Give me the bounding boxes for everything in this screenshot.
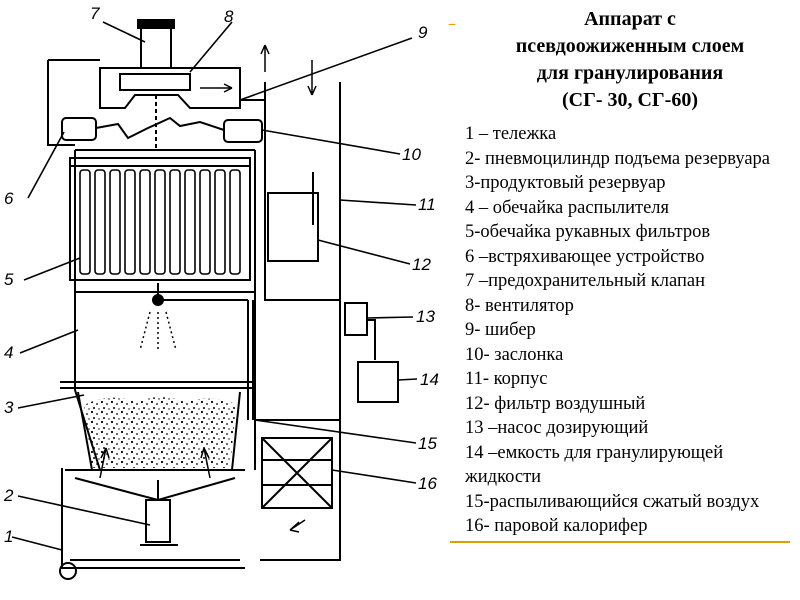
legend-item: 10- заслонка <box>465 344 564 365</box>
pneumatic-cylinder <box>145 499 171 543</box>
cylinder-rod <box>140 480 178 546</box>
safety-valve-body <box>140 25 172 69</box>
title-line-2: псевдоожиженным слоем <box>515 35 745 57</box>
reservoir-flange <box>60 381 255 389</box>
heater-crosshatch <box>261 437 333 509</box>
legend-item: 7 –предохранительный клапан <box>465 271 705 291</box>
reservoir-cone <box>77 391 241 471</box>
damper-box <box>223 119 263 143</box>
label-11: 11 <box>418 195 436 214</box>
legend-item: 15-распыливающийся сжатый воздух <box>465 491 760 512</box>
legend-item: 3-продуктовый резервуар <box>465 173 666 193</box>
filter-shell <box>69 157 251 281</box>
granule-bed <box>84 397 236 468</box>
label-8: 8 <box>224 7 234 26</box>
label-4: 4 <box>4 343 13 362</box>
flow-arrows <box>99 44 317 533</box>
liquid-tank <box>357 361 399 403</box>
label-10: 10 <box>402 145 421 164</box>
liquid-supply-pipe <box>247 300 254 420</box>
spray-nozzle-line <box>157 283 248 305</box>
label-1: 1 <box>4 527 13 546</box>
leader-lines <box>11 21 418 551</box>
legend-item: 4 – обечайка распылителя <box>465 197 670 218</box>
legend-item: 11- корпус <box>465 369 548 389</box>
safety-valve-cap <box>137 19 175 29</box>
label-15: 15 <box>418 434 437 453</box>
legend-item: 2- пневмоцилиндр подъема резервуара <box>465 148 771 169</box>
label-5: 5 <box>4 270 14 289</box>
legend-item: 9- шибер <box>465 320 536 340</box>
legend-item: 8- вентилятор <box>465 295 574 316</box>
accent-rule <box>450 541 790 543</box>
legend-item: 14 –емкость для гранулирующей жидкости <box>465 442 724 488</box>
legend-item: 1 – тележка <box>465 124 557 144</box>
fan-rotor <box>119 73 191 91</box>
label-12: 12 <box>412 255 431 274</box>
label-3: 3 <box>4 398 14 417</box>
legend-item: 12- фильтр воздушный <box>465 393 646 414</box>
bag-filters <box>79 169 241 275</box>
apparatus-drawing: 7 8 9 10 11 12 13 14 15 16 6 5 4 3 2 1 <box>3 4 439 580</box>
legend-item: 16- паровой калорифер <box>465 516 648 536</box>
legend-item: 13 –насос дозирующий <box>465 418 649 438</box>
pump-pipe <box>367 319 376 360</box>
parts-legend: 1 – тележка 2- пневмоцилиндр подъема рез… <box>465 122 795 539</box>
shaker-box <box>61 117 97 141</box>
label-9: 9 <box>418 23 428 42</box>
label-13: 13 <box>416 307 435 326</box>
slide-title: Аппарат с псевдоожиженным слоем для гран… <box>470 6 790 114</box>
title-line-3: для гранулирования <box>536 62 724 84</box>
legend-item: 6 –встряхивающее устройство <box>465 246 705 267</box>
dosing-pump <box>344 302 368 336</box>
label-14: 14 <box>420 370 439 389</box>
title-line-4: (СГ- 30, СГ-60) <box>562 89 698 111</box>
air-duct <box>255 415 341 561</box>
title-bullet: – <box>448 14 456 33</box>
label-7: 7 <box>90 4 100 23</box>
spray-nozzle <box>152 294 164 306</box>
casing-right-wall <box>264 82 341 415</box>
trolley-wheel <box>59 562 77 580</box>
label-16: 16 <box>418 474 437 493</box>
top-frame <box>47 59 265 146</box>
label-2: 2 <box>3 486 14 505</box>
label-6: 6 <box>4 189 14 208</box>
legend-item: 5-обечайка рукавных фильтров <box>465 222 711 242</box>
distribution-grid <box>65 469 245 502</box>
air-filter-box <box>267 192 319 262</box>
shaker-linkage <box>95 116 225 140</box>
title-line-1: Аппарат с <box>584 8 676 30</box>
fan-housing <box>99 67 241 109</box>
steam-heater <box>261 437 333 509</box>
trolley-frame <box>61 468 245 569</box>
